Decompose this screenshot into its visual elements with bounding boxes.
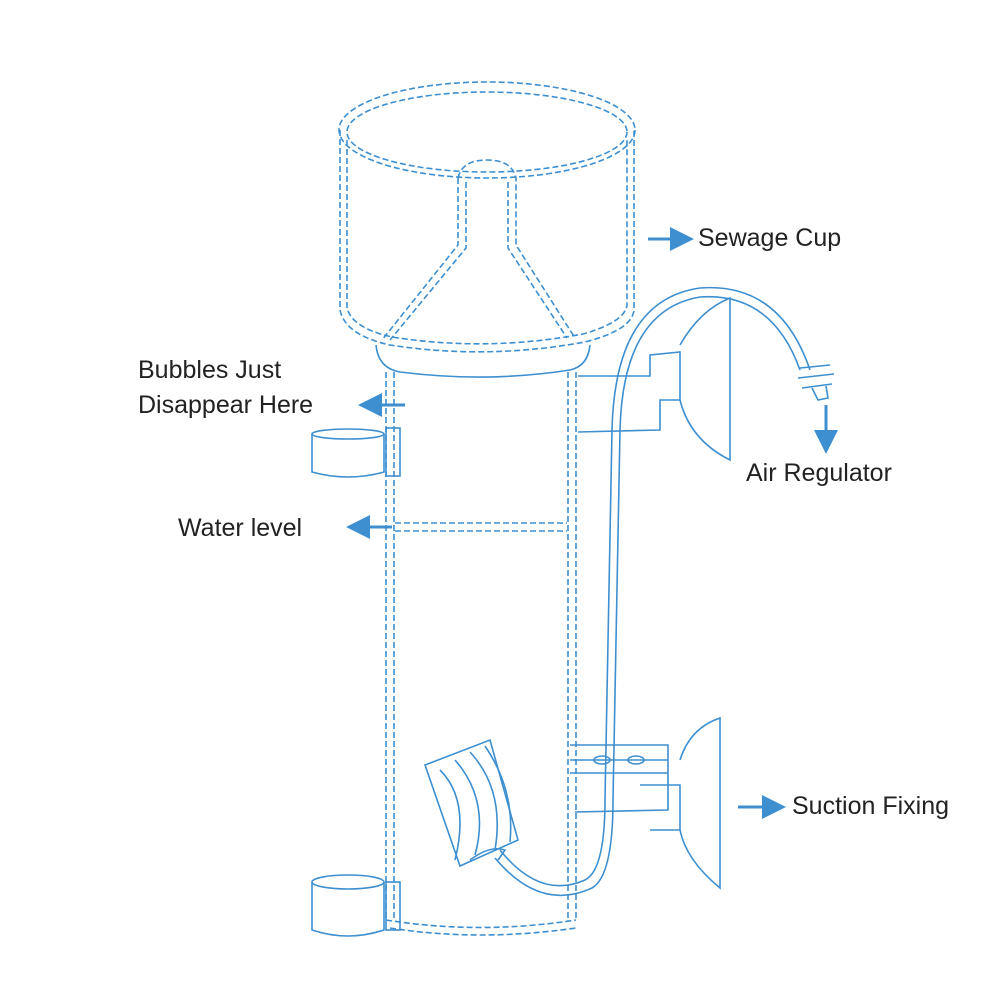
bubbles-label-line2: Disappear Here [138, 391, 314, 419]
suction-cups [570, 296, 731, 890]
pointer-arrows [346, 227, 838, 819]
sewage-cup-label: Sewage Cup [698, 224, 842, 252]
suction-fixing-label: Suction Fixing [792, 792, 950, 820]
air-regulator-label: Air Regulator [746, 459, 892, 487]
side-cylinders [311, 427, 401, 937]
air-hose [494, 286, 835, 897]
bubbles-label-line1: Bubbles Just [138, 356, 282, 384]
sewage-cup [338, 81, 636, 378]
water-level-label: Water level [178, 514, 303, 542]
air-stone [423, 738, 519, 868]
main-tube [385, 372, 577, 936]
